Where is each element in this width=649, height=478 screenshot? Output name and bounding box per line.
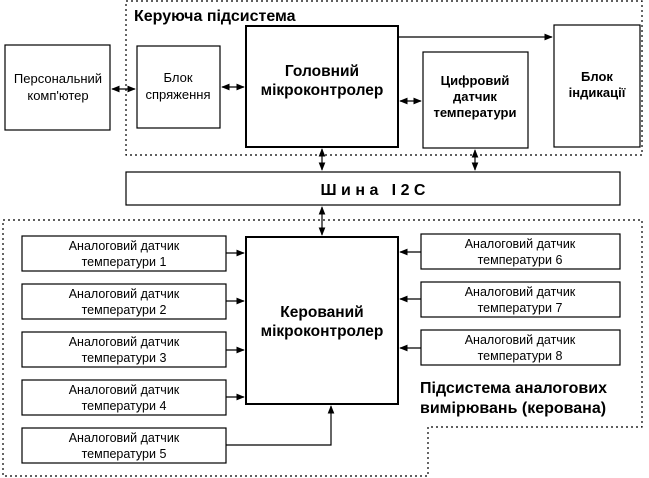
digital-sensor-label-1: Цифровий (441, 73, 510, 88)
i2c-bus-block (125, 171, 621, 206)
slave-microcontroller-label-1: Керований (280, 304, 363, 321)
main-microcontroller-block (245, 25, 399, 148)
analog-sensor-4-label-1: Аналоговий датчик (69, 383, 180, 397)
main-microcontroller-label-2: мікроконтролер (261, 82, 384, 99)
digital-temperature-sensor-block (422, 51, 529, 149)
control-subsystem-boundary (125, 0, 643, 156)
display-block-label-1: Блок (581, 69, 613, 84)
analog-sensor-5 (21, 427, 227, 464)
personal-computer-label-1: Персональний (14, 71, 102, 86)
interface-block-label-2: спряження (146, 87, 211, 102)
display-block-label-2: індикації (569, 85, 626, 100)
personal-computer-block (4, 44, 111, 131)
analog-sensor-3 (21, 331, 227, 368)
analog-sensor-8-label-2: температури 8 (478, 349, 563, 363)
slave-microcontroller-label-2: мікроконтролер (261, 323, 384, 340)
analog-sensor-7-label-2: температури 7 (478, 301, 563, 315)
analog-sensor-7-label-1: Аналоговий датчик (465, 285, 576, 299)
display-block (553, 24, 641, 148)
analog-sensor-2-label-2: температури 2 (82, 303, 167, 317)
analog-subsystem-label-2: вимірювань (керована) (420, 400, 606, 417)
link-sensor-5 (226, 405, 335, 446)
digital-sensor-label-3: температури (434, 105, 517, 120)
analog-sensor-3-label-1: Аналоговий датчик (69, 335, 180, 349)
analog-sensor-5-label-1: Аналоговий датчик (69, 431, 180, 445)
slave-microcontroller-block (245, 236, 399, 405)
analog-sensor-6 (420, 233, 621, 270)
analog-sensor-4-label-2: температури 4 (82, 399, 167, 413)
analog-sensor-3-label-2: температури 3 (82, 351, 167, 365)
analog-sensor-2-label-1: Аналоговий датчик (69, 287, 180, 301)
analog-subsystem-boundary (2, 219, 643, 477)
main-microcontroller-label-1: Головний (285, 63, 359, 80)
personal-computer-label-2: комп'ютер (27, 88, 88, 103)
analog-sensor-6-label-2: температури 6 (478, 253, 563, 267)
analog-sensor-1-label-2: температури 1 (82, 255, 167, 269)
analog-sensor-1 (21, 235, 227, 272)
interface-block-label-1: Блок (163, 70, 192, 85)
analog-subsystem-label-1: Підсистема аналогових (420, 380, 607, 397)
control-subsystem-label: Керуюча підсистема (134, 8, 296, 25)
analog-sensor-8 (420, 329, 621, 366)
analog-sensor-5-label-2: температури 5 (82, 447, 167, 461)
i2c-bus-label: Ш и н а I 2 C (321, 182, 426, 199)
digital-sensor-label-2: датчик (453, 89, 497, 104)
analog-sensor-8-label-1: Аналоговий датчик (465, 333, 576, 347)
analog-sensor-1-label-1: Аналоговий датчик (69, 239, 180, 253)
analog-sensor-6-label-1: Аналоговий датчик (465, 237, 576, 251)
interface-block (136, 45, 221, 129)
